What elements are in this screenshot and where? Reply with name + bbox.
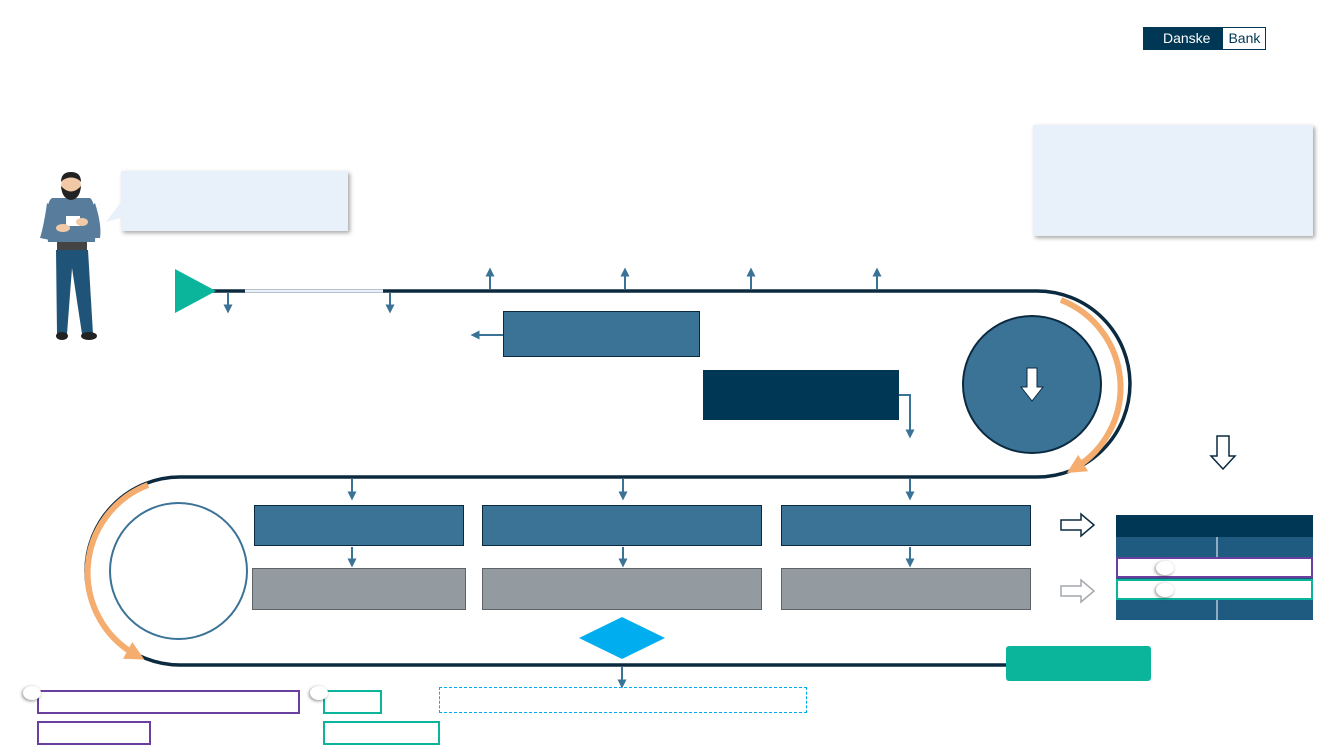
output-box-1 <box>252 568 466 610</box>
person-illustration <box>40 172 101 340</box>
marker-dot <box>1156 583 1174 597</box>
marker-dot <box>23 686 41 700</box>
legend-green-wide <box>323 721 440 745</box>
process-box-3 <box>781 505 1031 546</box>
bubble-tail <box>106 202 127 222</box>
speech-bubble <box>121 171 348 231</box>
status-grid <box>1116 515 1313 620</box>
orange-arrow-left <box>84 482 150 660</box>
outline-arrow-down-icon <box>1209 435 1237 471</box>
process-box-1 <box>254 505 464 546</box>
end-button[interactable] <box>1006 646 1151 681</box>
legend-purple-wide <box>37 690 300 714</box>
process-box-2 <box>482 505 762 546</box>
marker-dot <box>310 686 328 700</box>
output-box-3 <box>781 568 1031 610</box>
legend-green-small <box>323 690 382 714</box>
play-triangle-icon <box>175 269 216 313</box>
process-box-top <box>503 311 700 357</box>
arrow-down-icon <box>1020 367 1044 402</box>
wheel-left <box>109 502 248 640</box>
orange-arrow-right <box>1059 297 1124 473</box>
logo-part-1: Danske <box>1143 27 1223 50</box>
dashed-box <box>439 687 807 713</box>
outline-arrow-right-icon <box>1060 512 1096 538</box>
info-panel <box>1033 125 1313 236</box>
marker-dot <box>1156 561 1174 575</box>
output-box-2 <box>482 568 762 610</box>
logo-part-2: Bank <box>1222 27 1267 50</box>
process-box-dark <box>703 370 899 420</box>
outline-arrow-right-icon-grey <box>1060 578 1096 604</box>
diamond-icon <box>579 617 665 659</box>
legend-purple-small <box>37 721 151 745</box>
danske-bank-logo: Danske Bank <box>1143 27 1267 50</box>
